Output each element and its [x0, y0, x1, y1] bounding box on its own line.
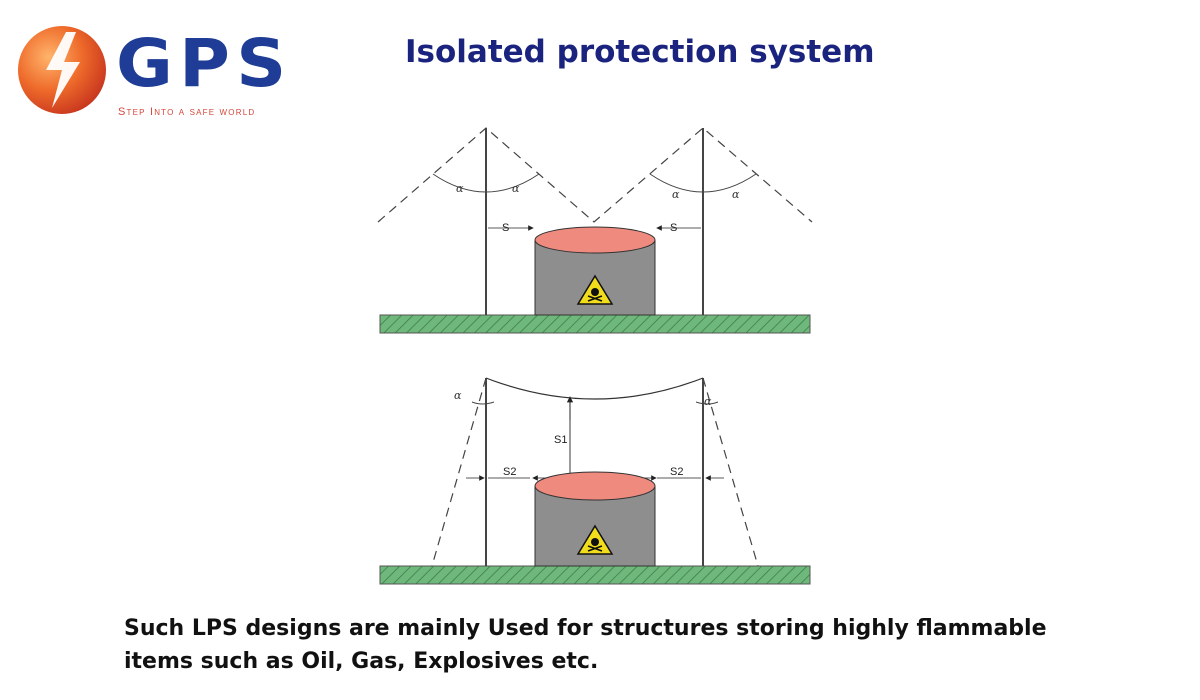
separation-label-s2: S2: [503, 466, 516, 478]
angle-label: α: [704, 395, 712, 408]
top-diagram: α α α α S S: [377, 127, 813, 334]
ground-slab: [379, 565, 811, 585]
angle-label: α: [512, 182, 520, 195]
separation-label-s2: S2: [670, 466, 683, 478]
caption-line-1: Such LPS designs are mainly Used for str…: [124, 616, 1047, 641]
caption-text: Such LPS designs are mainly Used for str…: [124, 612, 1124, 678]
toxic-hazard-icon: [576, 274, 614, 305]
ground-slab: [379, 314, 811, 334]
page-title: Isolated protection system: [405, 34, 875, 70]
tank-top: [534, 471, 656, 501]
bottom-diagram: α α S1 S2 S2: [379, 377, 811, 585]
angle-label: α: [732, 188, 740, 201]
caption-line-2: items such as Oil, Gas, Explosives etc.: [124, 649, 599, 674]
tank-top: [534, 226, 656, 254]
angle-label: α: [456, 182, 464, 195]
angle-label: α: [454, 389, 462, 402]
lightning-ball-icon: [18, 26, 106, 114]
catenary-wire: [485, 377, 704, 400]
separation-label-s: S: [502, 222, 509, 234]
protection-cone: [377, 127, 813, 223]
toxic-hazard-icon: [576, 524, 614, 555]
lps-diagram: α α α α S S α α: [377, 127, 813, 585]
brand-name: GPS: [116, 25, 293, 102]
brand-tagline: Step Into a safe world: [118, 106, 256, 118]
angle-label: α: [672, 188, 680, 201]
company-logo: GPS Step Into a safe world: [16, 22, 306, 122]
separation-label-s: S: [670, 222, 677, 234]
separation-label-s1: S1: [554, 434, 567, 446]
